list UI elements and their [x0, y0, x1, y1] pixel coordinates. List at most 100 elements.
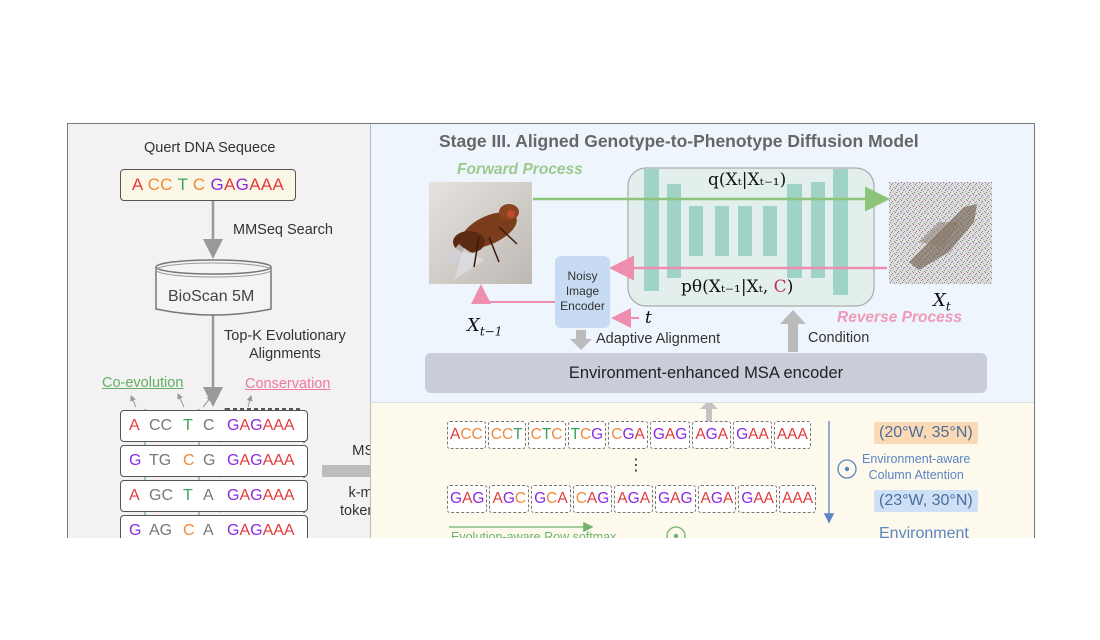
msa-retrieval-panel: Quert DNA Sequece A CC T C GAGAAA — [68, 124, 394, 538]
coordinate-2: (23°W, 30°N) — [874, 490, 978, 512]
kmer-token: AGA — [692, 421, 732, 449]
query-nucleotide: G — [235, 175, 250, 194]
kmer-letter: G — [597, 490, 610, 507]
topk-label-line2: Alignments — [248, 346, 321, 362]
diffusion-diagram — [471, 167, 890, 352]
kmer-letter: A — [717, 426, 729, 443]
kmer-ellipsis: ⋮ — [628, 457, 644, 474]
msa-conserved-nucleotide: G — [250, 487, 263, 504]
msa-cell: C — [203, 417, 215, 434]
kmer-letter: G — [652, 426, 665, 443]
query-nucleotide: A — [131, 175, 143, 194]
p-formula-condition: C — [773, 277, 787, 297]
kmer-letter: A — [748, 426, 759, 443]
database-icon — [155, 259, 272, 316]
topk-label-line1: Top-K Evolutionary — [224, 328, 346, 344]
kmer-letter: G — [741, 490, 754, 507]
msa-conserved-nucleotide: G — [227, 417, 240, 434]
query-nucleotide: C — [192, 175, 206, 194]
encoder-label-line1: Noisy — [567, 269, 598, 283]
msa-conserved-nucleotide: A — [239, 417, 251, 434]
kmer-letter: T — [570, 426, 580, 443]
stage3-title: Stage III. Aligned Genotype-to-Phenotype… — [439, 131, 919, 151]
column-attention-label: Environment-aware Column Attention — [862, 451, 970, 483]
msa-encoder-box: Environment-enhanced MSA encoder — [425, 353, 987, 393]
kmer-letter: A — [753, 490, 764, 507]
msa-cell: G — [129, 522, 142, 538]
search-label: MMSeq Search — [233, 222, 333, 238]
kmer-letter: A — [758, 426, 769, 443]
noisy-insect-image — [889, 182, 992, 284]
kmer-letter: C — [514, 490, 527, 507]
kmer-letter: A — [792, 490, 803, 507]
kmer-letter: C — [611, 426, 623, 443]
msa-conserved-nucleotide: G — [250, 452, 263, 469]
msa-conserved-nucleotide: G — [250, 522, 263, 538]
kmer-token: CTC — [527, 421, 566, 449]
query-nucleotide: A — [224, 175, 236, 194]
kmer-token: CGA — [608, 421, 648, 449]
msa-conserved-nucleotide: G — [227, 522, 240, 538]
kmer-token: TCG — [567, 421, 607, 449]
query-label: Quert DNA Sequece — [144, 140, 276, 156]
kmer-token: GAA — [738, 485, 778, 513]
kmer-letter: A — [763, 490, 775, 507]
kmer-token: AGC — [489, 485, 530, 513]
kmer-letter: G — [591, 426, 604, 443]
forward-process-label: Forward Process — [457, 161, 583, 178]
kmer-letter: G — [502, 490, 515, 507]
msa-cell: CC — [149, 417, 173, 434]
kmer-letter: A — [700, 490, 711, 507]
msa-conserved-nucleotide: AAA — [262, 487, 295, 504]
kmer-token: CAG — [572, 485, 613, 513]
msa-conserved-segment: GAGAAA — [227, 516, 295, 538]
xt-label: Xt — [933, 290, 951, 314]
msa-conserved-nucleotide: AAA — [262, 452, 295, 469]
msa-conserved-nucleotide: AAA — [262, 522, 295, 538]
kmer-letter: G — [705, 426, 718, 443]
topk-label: Top-K Evolutionary Alignments — [224, 327, 346, 363]
kmer-letter: G — [658, 490, 671, 507]
kmer-letter: G — [710, 490, 723, 507]
adaptive-alignment-label: Adaptive Alignment — [596, 331, 721, 347]
kmer-token: GCA — [531, 485, 571, 513]
kmer-letter: A — [787, 426, 798, 443]
msa-conserved-nucleotide: G — [227, 452, 240, 469]
xt-subscript: t — [945, 299, 951, 314]
column-attention-line2: Column Attention — [868, 468, 964, 482]
kmer-letter: C — [551, 426, 563, 443]
conservation-label: Conservation — [245, 376, 331, 392]
clean-insect-image — [429, 182, 532, 284]
kmer-letter: G — [675, 426, 688, 443]
kmer-letter: G — [627, 490, 640, 507]
unet-blocks — [644, 169, 848, 295]
noisy-image-encoder: Noisy Image Encoder — [555, 256, 610, 328]
row-softmax-icon — [666, 526, 686, 538]
kmer-token: AGA — [697, 485, 737, 513]
reverse-process-label: Reverse Process — [837, 309, 962, 326]
kmer-letter: T — [541, 426, 552, 443]
kmer-token: AGA — [614, 485, 654, 513]
column-attention-icon — [837, 459, 857, 479]
kmer-token: GAG — [447, 485, 488, 513]
kmer-token: AAA — [779, 485, 817, 513]
kmer-letter: G — [736, 426, 749, 443]
msa-cell: C — [183, 452, 195, 469]
encoder-input-arrow — [700, 403, 718, 421]
msa-conserved-nucleotide: A — [239, 487, 251, 504]
kmer-token: CCT — [487, 421, 526, 449]
environment-label: Environment — [879, 525, 969, 538]
kmer-letter: A — [722, 490, 734, 507]
query-nucleotide: AAA — [249, 175, 285, 194]
msa-cell: T — [183, 487, 193, 504]
condition-label: Condition — [808, 330, 870, 346]
kmer-letter: C — [460, 426, 472, 443]
kmer-letter: C — [546, 490, 558, 507]
kmer-letter: G — [450, 490, 463, 507]
kmer-letter: A — [782, 490, 793, 507]
adaptive-alignment-arrow — [570, 330, 592, 350]
